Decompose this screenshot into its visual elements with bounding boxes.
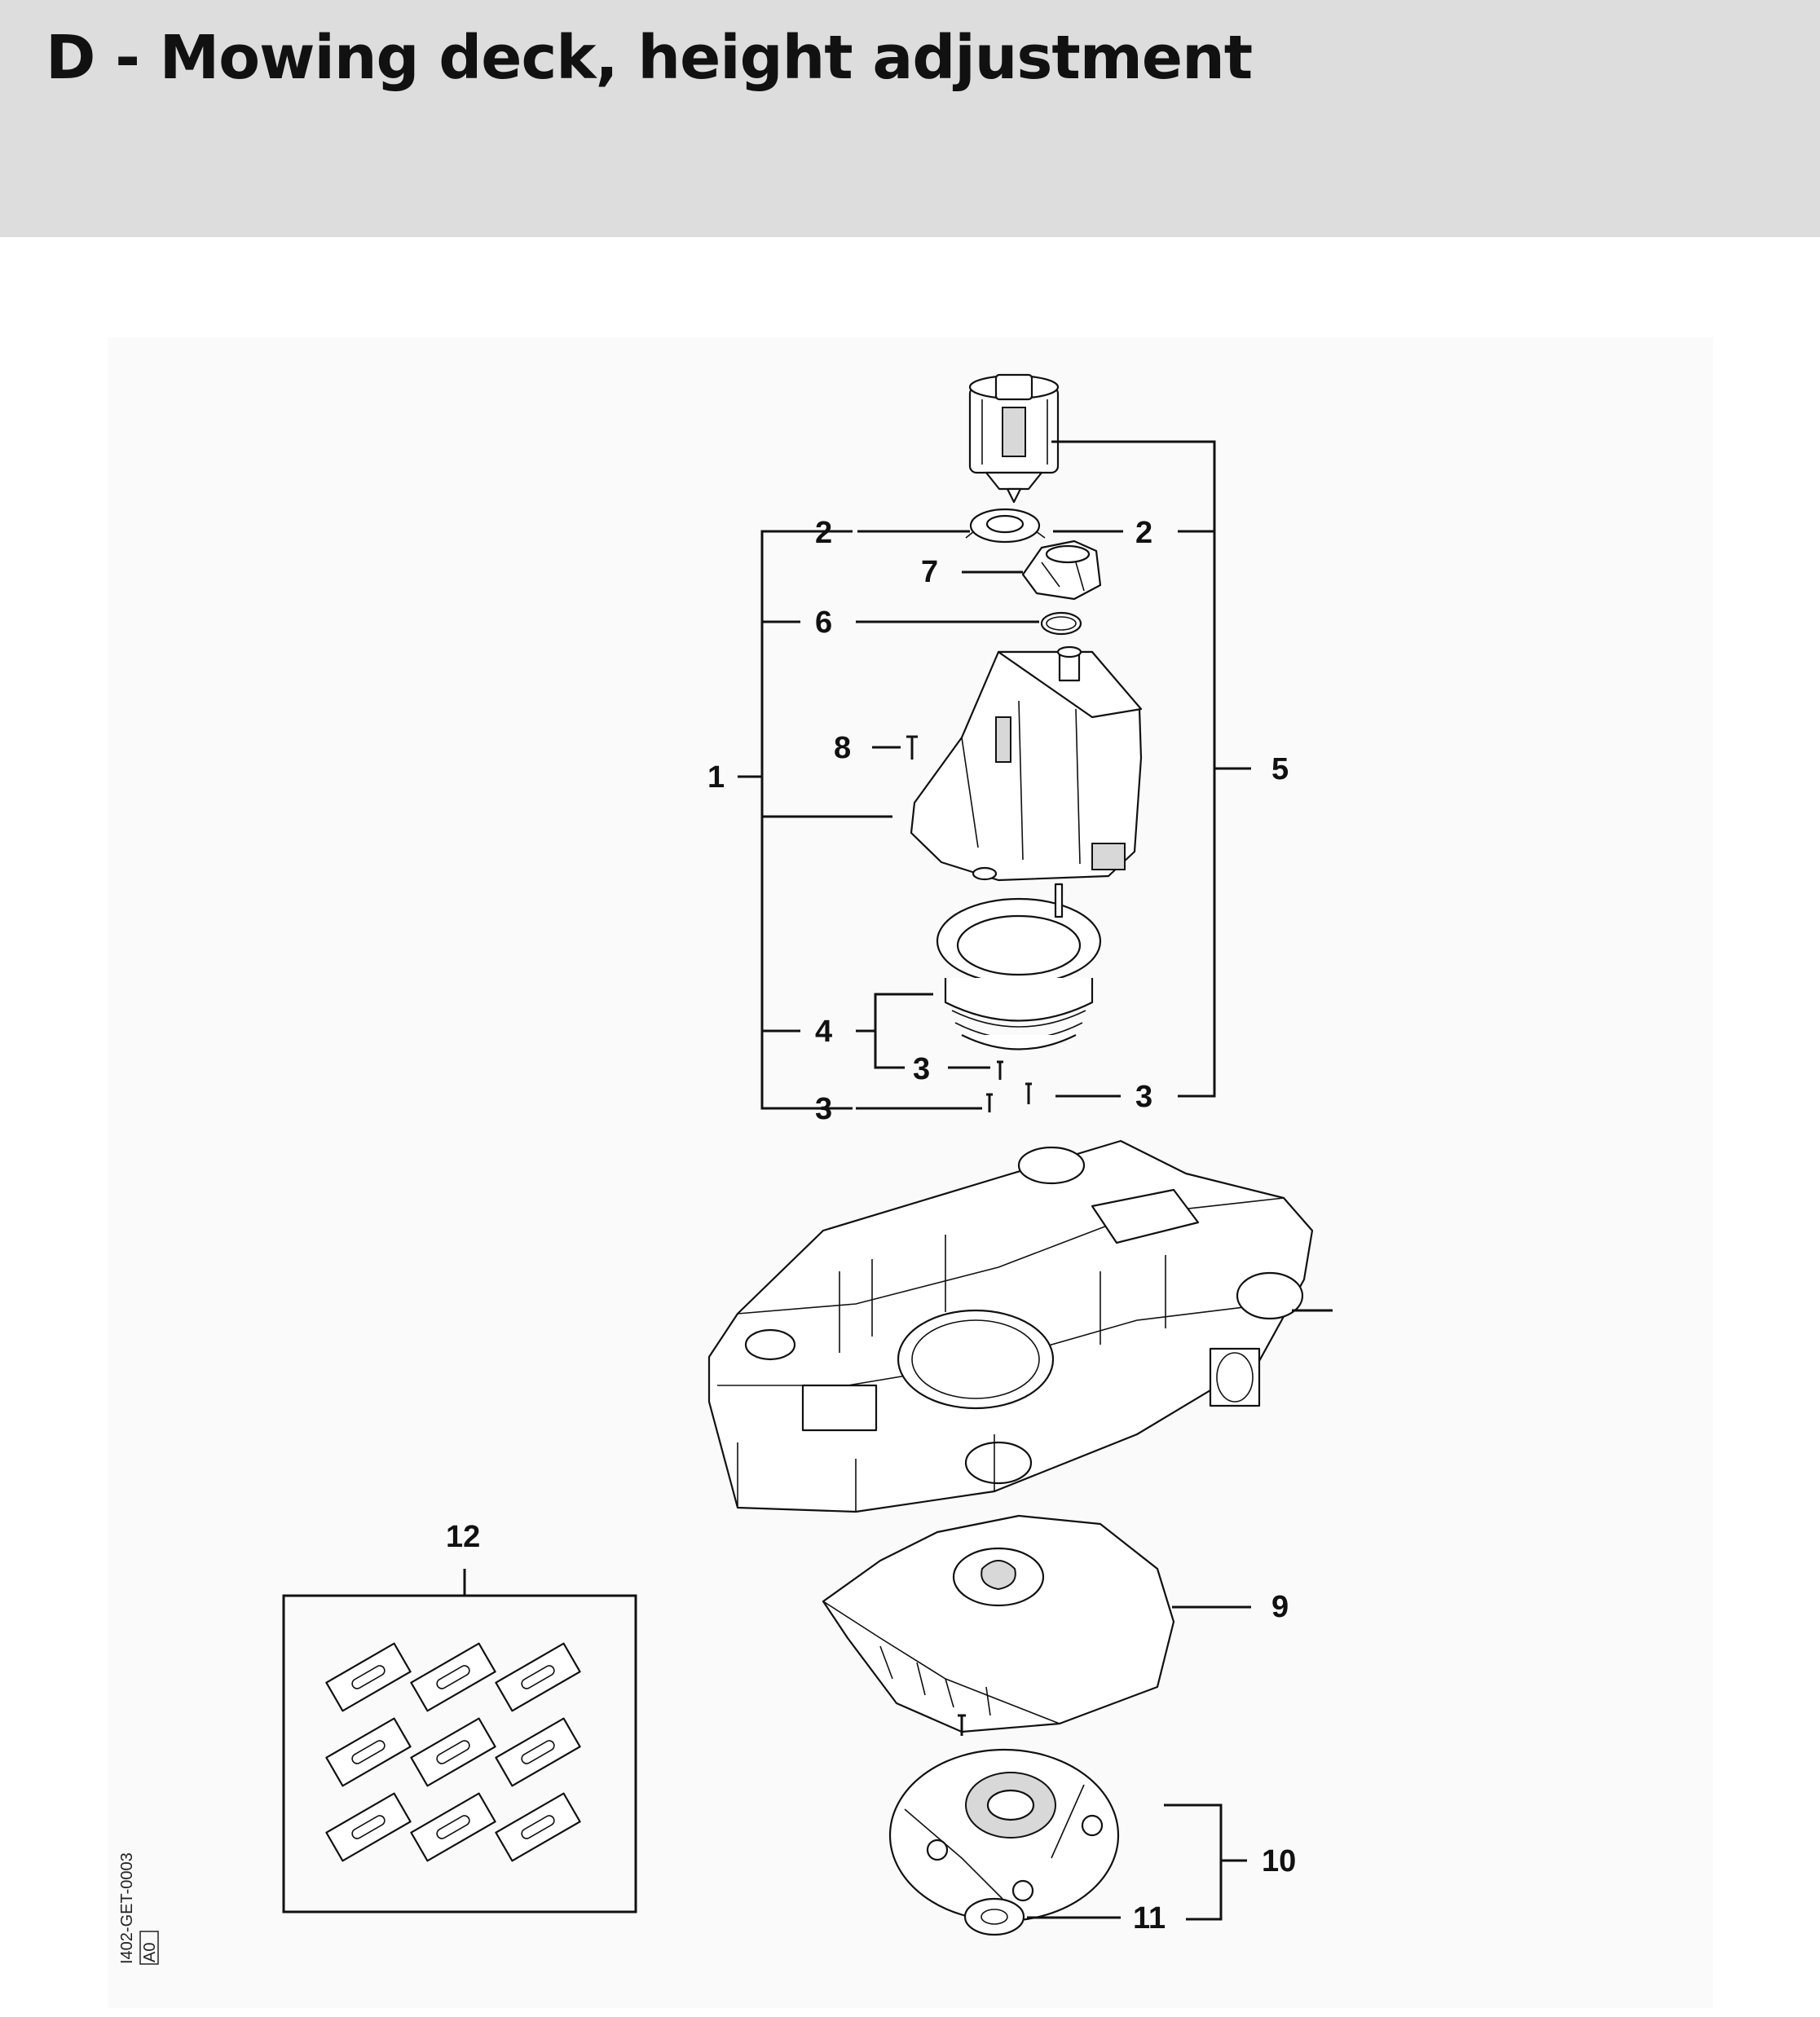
screw-parts-3 xyxy=(986,1060,1032,1112)
mowing-deck-part xyxy=(707,1139,1314,1513)
callout-8: 8 xyxy=(834,731,851,765)
callout-9: 9 xyxy=(1271,1590,1289,1624)
callout-2-left: 2 xyxy=(815,516,832,550)
callout-2-right: 2 xyxy=(1135,516,1152,550)
callout-6: 6 xyxy=(815,606,832,640)
cap-part xyxy=(1021,539,1102,601)
motor-part xyxy=(968,373,1060,504)
callout-3-left: 3 xyxy=(815,1092,832,1126)
blade-guard-part xyxy=(822,1514,1175,1736)
callout-12: 12 xyxy=(446,1520,480,1554)
blade-kit-box xyxy=(282,1594,637,1914)
blade-kit-blades xyxy=(325,1642,581,1862)
housing-part xyxy=(910,645,1143,882)
o-ring-part xyxy=(1040,611,1082,636)
page-title: D - Mowing deck, height adjustment xyxy=(46,23,1253,93)
callout-10: 10 xyxy=(1262,1844,1296,1878)
small-disc-part xyxy=(963,1897,1025,1936)
callout-11: 11 xyxy=(1133,1901,1166,1936)
callout-7: 7 xyxy=(921,555,938,589)
callout-3-middle: 3 xyxy=(913,1052,930,1086)
callout-1: 1 xyxy=(707,760,725,795)
header-bar: D - Mowing deck, height adjustment xyxy=(0,0,1820,237)
screw-part-8 xyxy=(906,735,918,760)
document-revision: A0 xyxy=(141,1943,159,1962)
callout-5: 5 xyxy=(1271,752,1289,786)
callout-4: 4 xyxy=(815,1015,832,1049)
revision-box xyxy=(139,1931,159,1965)
document-id: I402-GET-0003 xyxy=(118,1852,136,1964)
leader-lines xyxy=(463,440,1333,1921)
seal-plate-part xyxy=(965,508,1046,544)
blade-disc-part xyxy=(888,1748,1120,1922)
bellows-part xyxy=(936,883,1102,1050)
callout-3-right: 3 xyxy=(1135,1080,1152,1114)
